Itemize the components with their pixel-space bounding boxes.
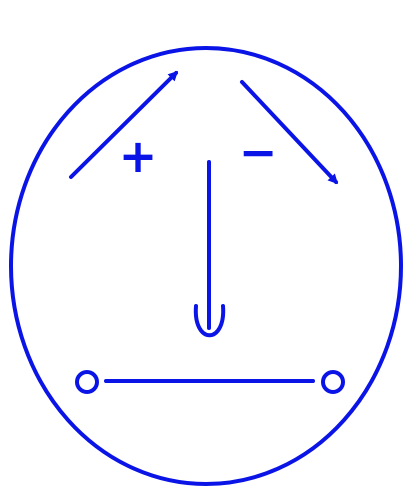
right-terminal (323, 372, 343, 392)
plus-symbol: + (119, 129, 158, 183)
minus-symbol: − (239, 125, 278, 179)
left-terminal (77, 372, 97, 392)
outer-ellipse (11, 48, 401, 484)
